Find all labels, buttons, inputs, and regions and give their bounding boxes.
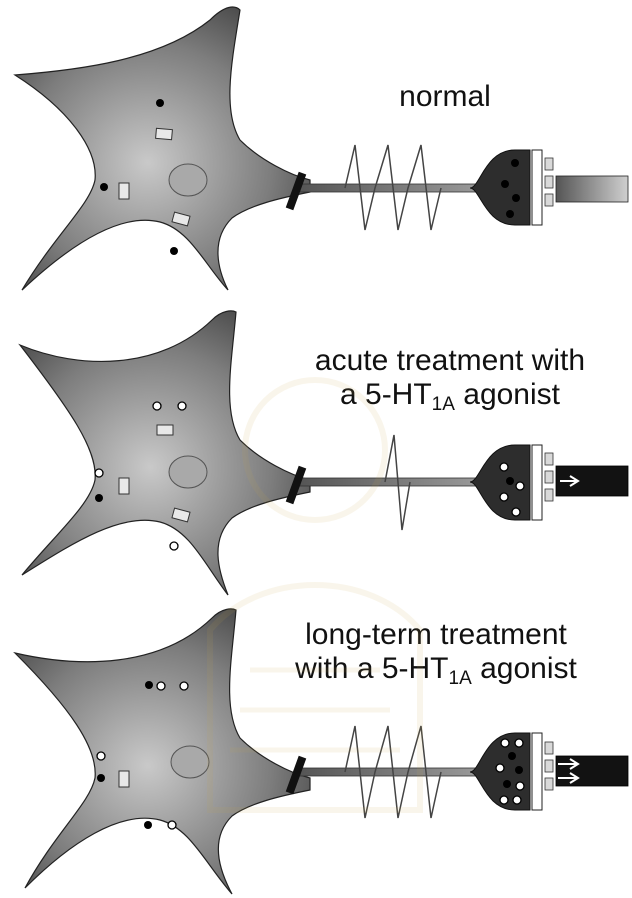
nucleus <box>169 456 207 488</box>
action-potential <box>345 145 441 230</box>
title-subscript: 1A <box>449 668 472 689</box>
title-text: with a 5-HT <box>295 652 448 685</box>
panel-title-line2: with a 5-HT1A agonist <box>240 652 632 686</box>
postsynaptic-receptor <box>545 760 553 772</box>
action-potential <box>345 726 441 818</box>
postsynaptic-neuron <box>556 176 628 202</box>
title-subscript: 1A <box>432 394 455 415</box>
agonist-circle <box>501 739 509 747</box>
agonist-circle <box>97 752 105 760</box>
agonist-circle <box>178 402 186 410</box>
panel-long-term: long-term treatment with a 5-HT1A agonis… <box>0 598 632 898</box>
postsynaptic-receptor <box>545 742 553 754</box>
postsynaptic-membrane <box>532 445 542 520</box>
neuron-normal <box>0 0 632 300</box>
agonist-circle <box>180 682 188 690</box>
postsynaptic-receptor <box>545 778 553 790</box>
agonist-circle <box>170 542 178 550</box>
agonist-circle <box>516 782 524 790</box>
title-text: a 5-HT <box>340 378 432 411</box>
serotonin-dot <box>512 194 520 202</box>
serotonin-dot <box>501 180 509 188</box>
soma <box>20 311 310 595</box>
panel-title: normal <box>320 80 570 114</box>
title-text: agonist <box>455 378 560 411</box>
serotonin-dot <box>508 752 516 760</box>
postsynaptic-neuron <box>556 756 628 786</box>
agonist-circle <box>513 796 521 804</box>
autoreceptor <box>157 425 173 435</box>
serotonin-dot <box>144 821 152 829</box>
panel-title: long-term treatment with a 5-HT1A agonis… <box>240 618 632 686</box>
title-text: agonist <box>472 652 577 685</box>
panel-title-line1: normal <box>399 80 491 113</box>
postsynaptic-receptor <box>545 158 553 170</box>
serotonin-dot <box>95 494 103 502</box>
postsynaptic-receptor <box>545 489 553 501</box>
serotonin-dot <box>506 210 514 218</box>
serotonin-dot <box>503 780 511 788</box>
agonist-circle <box>168 821 176 829</box>
panel-normal: normal <box>0 0 632 300</box>
postsynaptic-receptor <box>545 176 553 188</box>
agonist-circle <box>496 764 504 772</box>
postsynaptic-membrane <box>532 150 542 225</box>
agonist-circle <box>500 796 508 804</box>
agonist-circle <box>153 402 161 410</box>
serotonin-dot <box>156 99 164 107</box>
serotonin-dot <box>515 766 523 774</box>
panel-title-line1: acute treatment with <box>270 344 630 378</box>
nucleus <box>171 746 209 778</box>
agonist-circle <box>95 469 103 477</box>
axon <box>300 768 480 776</box>
axon <box>300 478 480 486</box>
serotonin-dot <box>506 477 514 485</box>
agonist-circle <box>157 682 165 690</box>
agonist-circle <box>500 463 508 471</box>
nucleus <box>169 164 207 196</box>
agonist-circle <box>515 739 523 747</box>
agonist-circle <box>512 508 520 516</box>
serotonin-dot <box>97 774 105 782</box>
autoreceptor <box>119 478 129 494</box>
autoreceptor <box>119 771 129 787</box>
panel-title-line2: a 5-HT1A agonist <box>270 378 630 412</box>
serotonin-dot <box>170 247 178 255</box>
postsynaptic-receptor <box>545 471 553 483</box>
autoreceptor <box>156 128 173 139</box>
serotonin-dot <box>145 681 153 689</box>
serotonin-dot <box>100 183 108 191</box>
postsynaptic-membrane <box>532 733 542 810</box>
panel-title: acute treatment with a 5-HT1A agonist <box>270 344 630 412</box>
axon-terminal <box>470 150 530 225</box>
autoreceptor <box>119 183 129 199</box>
panel-acute: acute treatment with a 5-HT1A agonist <box>0 300 632 600</box>
axon <box>300 184 480 192</box>
serotonin-dot <box>511 159 519 167</box>
soma <box>15 7 310 290</box>
postsynaptic-receptor <box>545 194 553 206</box>
agonist-circle <box>516 482 524 490</box>
postsynaptic-receptor <box>545 453 553 465</box>
agonist-circle <box>500 493 508 501</box>
panel-title-line1: long-term treatment <box>240 618 632 652</box>
